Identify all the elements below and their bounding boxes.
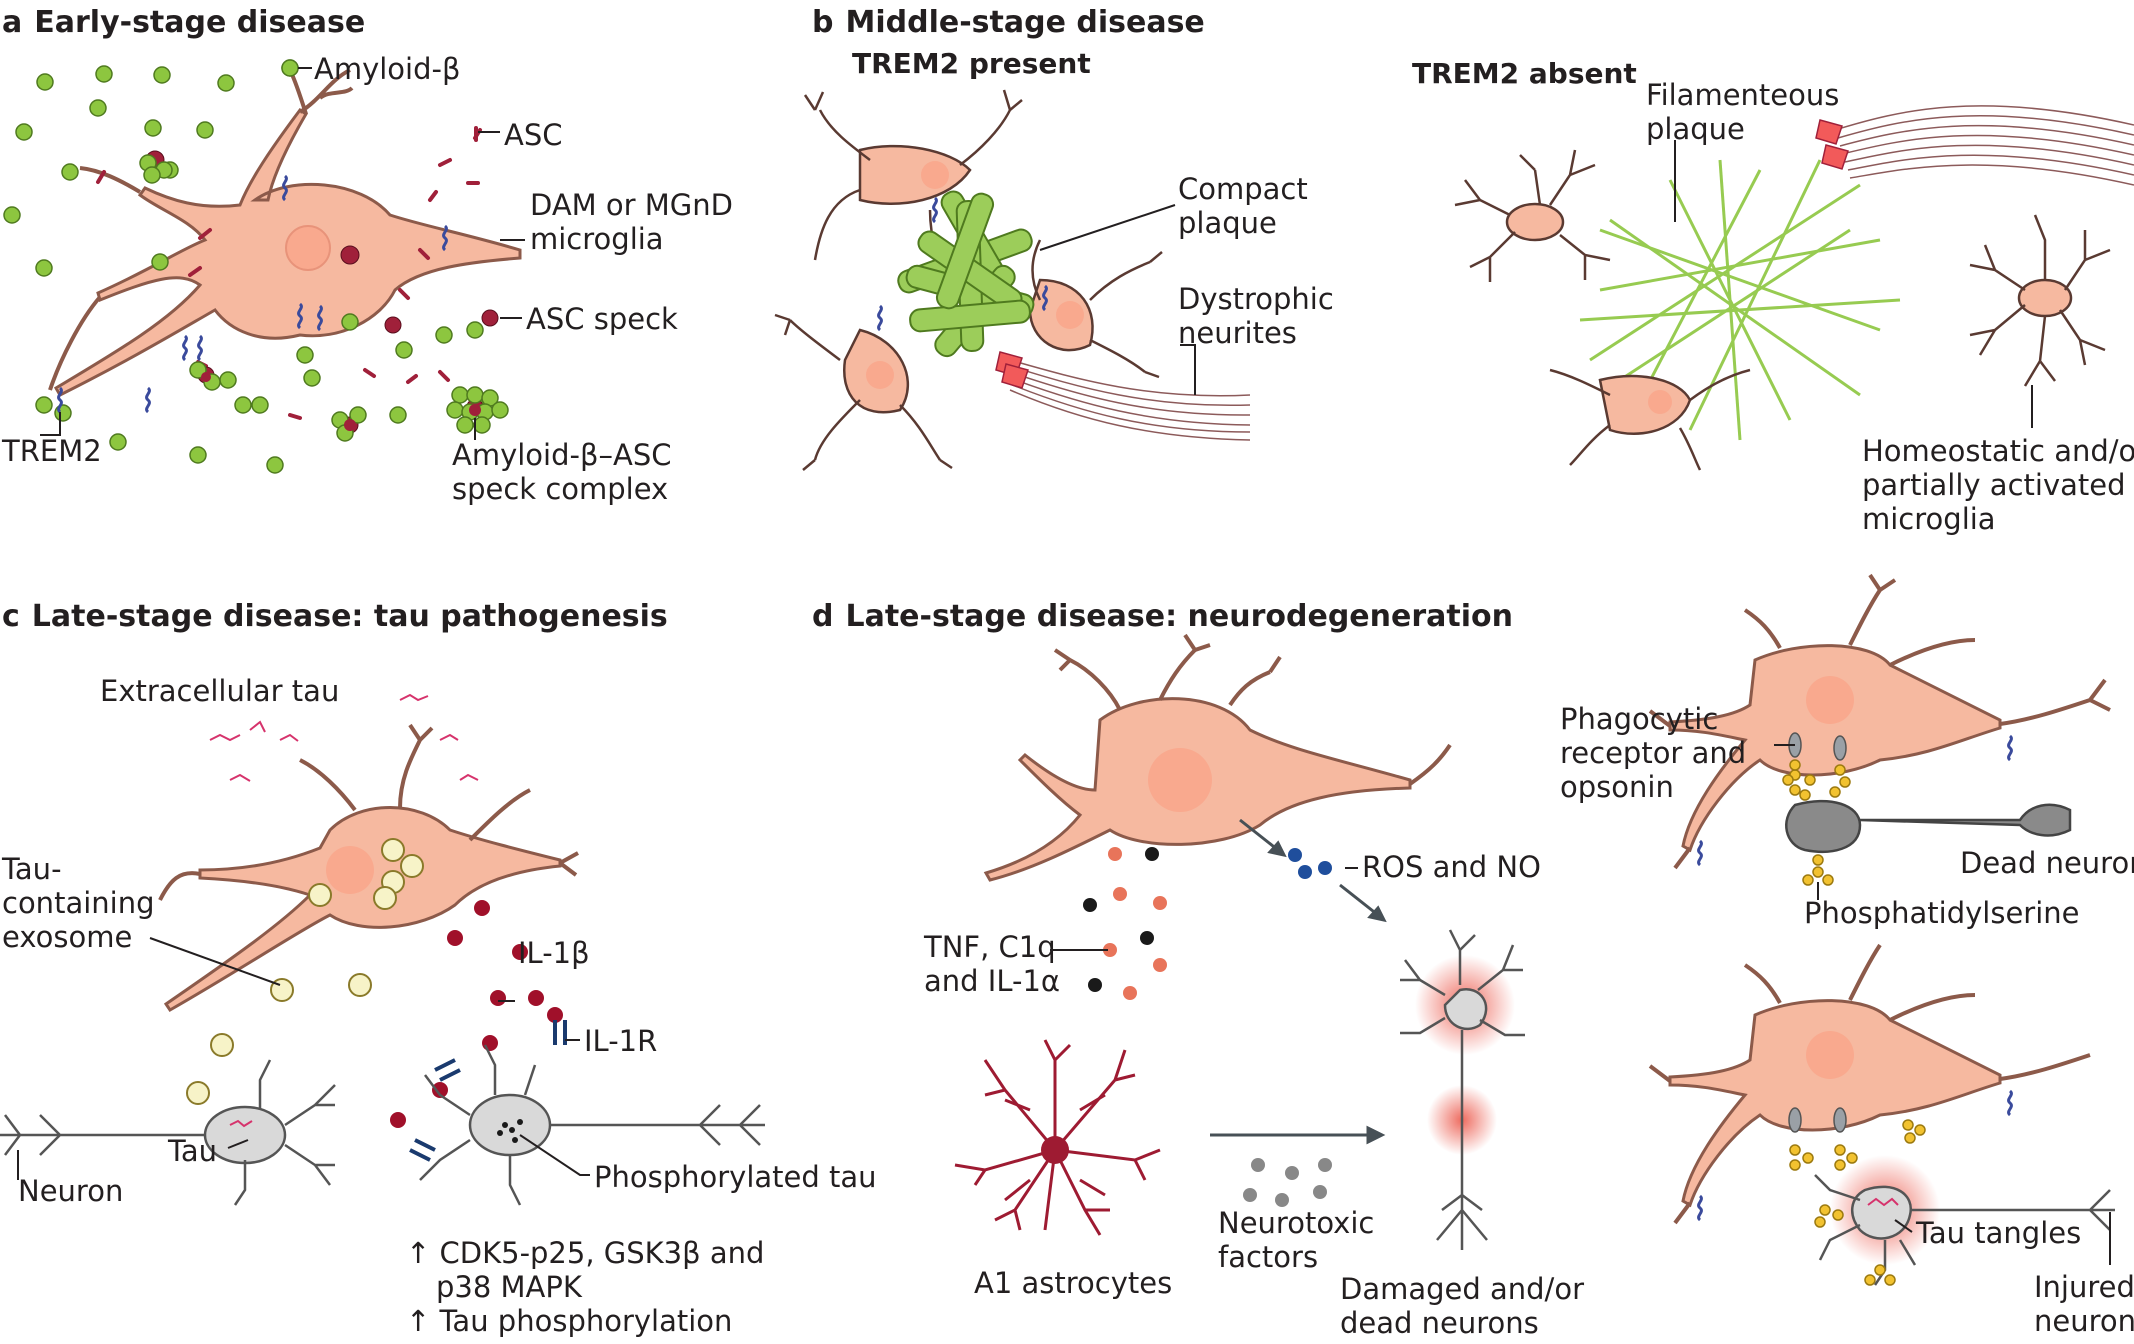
label-compact-line2: plaque (1178, 206, 1277, 240)
label-dystrophic-line2: neurites (1178, 316, 1297, 350)
label-dam-line2: microglia (530, 222, 664, 256)
label-il1b: IL-1β (518, 936, 590, 970)
panel-b-letter: b (812, 5, 834, 40)
panel-c-title-text: Late-stage disease: tau pathogenesis (31, 599, 668, 634)
phosphatidylserine-chains (1782, 759, 1851, 886)
label-homeostatic-line1: Homeostatic and/or (1862, 434, 2134, 468)
label-neurotoxic-line2: factors (1218, 1240, 1319, 1274)
label-il1r: IL-1R (584, 1024, 658, 1058)
panel-b-title: b Middle-stage disease (812, 6, 1205, 40)
label-injured-line2: neuron (2034, 1304, 2134, 1338)
microglia-c (163, 806, 562, 1012)
panel-c-letter: c (2, 599, 20, 634)
panel-d-letter: d (812, 599, 834, 634)
panel-d-graphic (954, 573, 2115, 1286)
panel-a-graphic (3, 59, 525, 474)
panel-b-present-graphic (774, 89, 1251, 471)
label-tnf-line1: TNF, C1q (924, 930, 1056, 964)
asc-rods (96, 126, 482, 420)
label-filament-line1: Filamenteous (1646, 78, 1840, 112)
label-dam-line1: DAM or MGnD (530, 188, 733, 222)
label-complex-line2: speck complex (452, 472, 669, 506)
il1b-dots (390, 900, 563, 1128)
injured-neuron (1814, 1155, 2115, 1286)
label-trem2-present: TREM2 present (852, 47, 1091, 80)
label-phagocytic-line2: receptor and (1560, 736, 1747, 770)
label-tau: Tau (168, 1134, 218, 1168)
amyloid-beta-particles (3, 59, 487, 474)
panel-c-title: c Late-stage disease: tau pathogenesis (2, 600, 668, 634)
ros-dots (1288, 848, 1332, 879)
label-dystrophic-line1: Dystrophic (1178, 282, 1334, 316)
label-extracellular-tau: Extracellular tau (100, 674, 340, 708)
neurotoxic-dots (1243, 1158, 1332, 1207)
panel-d-title-text: Late-stage disease: neurodegeneration (845, 599, 1513, 634)
label-a1-astrocytes: A1 astrocytes (974, 1266, 1173, 1300)
panel-a-letter: a (2, 5, 23, 40)
label-damaged-line1: Damaged and/or (1340, 1272, 1584, 1306)
label-neurotoxic-line1: Neurotoxic (1218, 1206, 1375, 1240)
damaged-neuron (1400, 929, 1525, 1250)
label-kinases-line1: ↑ CDK5-p25, GSK3β and (406, 1236, 765, 1270)
label-tau-tangles: Tau tangles (1916, 1216, 2082, 1250)
label-filament-line2: plaque (1646, 112, 1745, 146)
il1r-receptors (409, 1020, 567, 1162)
label-kinases-line2: p38 MAPK (436, 1270, 582, 1304)
amyloid-legend-dot (281, 59, 299, 77)
label-asc-speck: ASC speck (526, 302, 678, 336)
label-dead-neuron: Dead neuron (1960, 846, 2134, 880)
label-asc: ASC (504, 118, 563, 152)
label-complex-line1: Amyloid-β–ASC (452, 438, 672, 472)
label-tnf-line2: and IL-1α (924, 964, 1061, 998)
label-trem2: TREM2 (2, 434, 102, 468)
label-phosphatidylserine: Phosphatidylserine (1804, 896, 2080, 930)
microglia-d-right-bottom (1668, 999, 2002, 1208)
panel-c-graphic (0, 693, 765, 1206)
dystrophic-neurites (1009, 359, 1251, 441)
label-homeostatic-line2: partially activated (1862, 468, 2126, 502)
label-compact-line1: Compact (1178, 172, 1308, 206)
compact-plaque (897, 190, 1035, 358)
label-neuron: Neuron (18, 1174, 124, 1208)
label-phagocytic-line1: Phagocytic (1560, 702, 1719, 736)
label-phosphorylated-tau: Phosphorylated tau (594, 1160, 877, 1194)
label-homeostatic-line3: microglia (1862, 502, 1996, 536)
label-amyloid-beta: Amyloid-β (314, 52, 461, 86)
label-exosome-line1: Tau- (2, 852, 62, 886)
label-exosome-line2: containing (2, 886, 155, 920)
panel-b-absent-graphic (1454, 105, 2134, 471)
panel-a-leaders (40, 131, 525, 440)
extracellular-tau-fragments (209, 693, 479, 782)
label-phagocytic-line3: opsonin (1560, 770, 1674, 804)
cytokine-dots (1083, 847, 1167, 1000)
label-ros-no: ROS and NO (1362, 850, 1541, 884)
filamentous-plaque (1579, 159, 1901, 441)
dead-neuron (1785, 799, 2072, 853)
panel-b-title-text: Middle-stage disease (845, 5, 1205, 40)
label-damaged-line2: dead neurons (1340, 1306, 1539, 1340)
label-exosome-line3: exosome (2, 920, 133, 954)
label-injured-line1: Injured (2034, 1270, 2134, 1304)
exosomes (186, 838, 424, 1105)
arrows (1210, 818, 1387, 1145)
dystrophic-neurites-absent (1834, 105, 2134, 186)
panel-d-title: d Late-stage disease: neurodegeneration (812, 600, 1513, 634)
label-trem2-absent: TREM2 absent (1412, 57, 1637, 90)
panel-a-title-text: Early-stage disease (34, 5, 366, 40)
label-tau-phosphorylation: ↑ Tau phosphorylation (406, 1304, 733, 1338)
a1-astrocyte (954, 1039, 1161, 1236)
panel-a-title: a Early-stage disease (2, 6, 365, 40)
amyloid-speck-clusters (139, 154, 509, 442)
